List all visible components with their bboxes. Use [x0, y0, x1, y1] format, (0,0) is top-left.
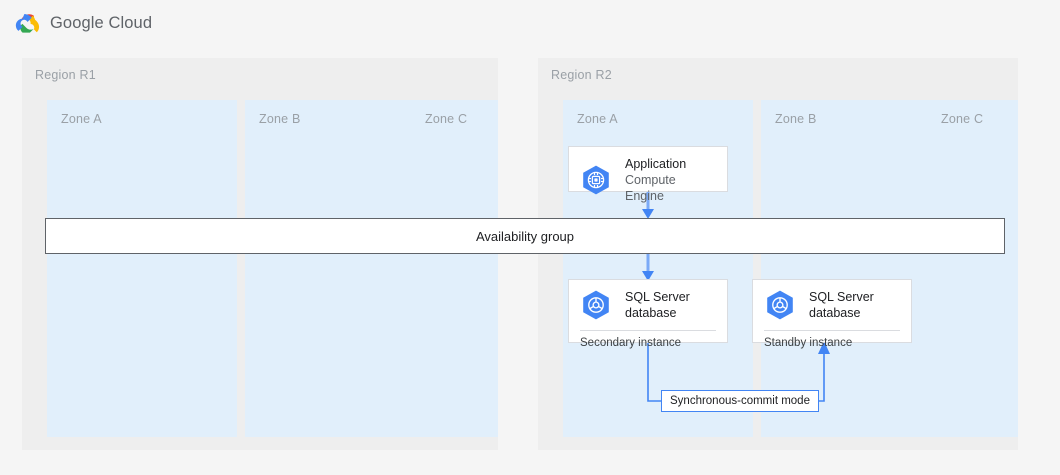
zone-r2-c: Zone C	[927, 100, 1018, 437]
node-application-text: Application Compute Engine	[625, 156, 717, 204]
node-sql-server-secondary-body: SQL Server database	[569, 280, 727, 330]
node-sql-server-standby-text: SQL Server database	[809, 289, 874, 321]
zone-r1-a-label: Zone A	[61, 112, 102, 126]
zone-r1-c-label: Zone C	[425, 112, 468, 126]
google-cloud-logo-icon	[15, 13, 40, 33]
region-r1: Region R1 Zone A Zone B Zone C	[22, 58, 498, 450]
node-application-title: Application	[625, 157, 687, 171]
region-r2-label: Region R2	[551, 68, 612, 82]
compute-engine-icon	[583, 165, 609, 195]
node-sql-server-standby-title2: database	[809, 306, 861, 320]
sql-server-icon	[583, 290, 609, 320]
node-sql-server-secondary-text: SQL Server database	[625, 289, 690, 321]
node-sql-server-standby-body: SQL Server database	[753, 280, 911, 330]
zone-r1-b: Zone B	[245, 100, 413, 437]
zone-r2-a-label: Zone A	[577, 112, 618, 126]
node-sql-server-standby[interactable]: SQL Server database Standby instance	[752, 279, 912, 349]
region-r2: Region R2 Zone A Zone B Zone C	[538, 58, 1018, 450]
node-sql-server-secondary-title: SQL Server	[625, 290, 690, 304]
zone-r1-c: Zone C	[411, 100, 498, 437]
node-sql-server-secondary[interactable]: SQL Server database Secondary instance	[568, 279, 728, 349]
zone-r2-b-label: Zone B	[775, 112, 817, 126]
synchronous-commit-mode-label: Synchronous-commit mode	[661, 390, 819, 412]
availability-group-bar: Availability group	[45, 218, 1005, 254]
sql-server-icon	[767, 290, 793, 320]
app-header: Google Cloud	[0, 0, 1060, 47]
node-sql-server-secondary-footer: Secondary instance	[580, 330, 716, 356]
zone-r2-c-label: Zone C	[941, 112, 984, 126]
availability-group-label: Availability group	[475, 228, 575, 244]
node-sql-server-standby-title: SQL Server	[809, 290, 874, 304]
brand-wordmark: Google Cloud	[50, 14, 153, 32]
region-r1-label: Region R1	[35, 68, 96, 82]
node-sql-server-secondary-title2: database	[625, 306, 677, 320]
connector-application-to-availability-group	[642, 192, 654, 219]
node-application-body: Application Compute Engine	[569, 147, 727, 213]
node-application[interactable]: Application Compute Engine	[568, 146, 728, 203]
node-application-subtitle: Compute Engine	[625, 173, 676, 203]
synchronous-commit-mode-text: Synchronous-commit mode	[670, 395, 810, 407]
zone-r1-a: Zone A	[47, 100, 237, 437]
zone-r2-b: Zone B	[761, 100, 929, 437]
node-sql-server-standby-footer: Standby instance	[764, 330, 900, 356]
connector-availability-group-to-secondary	[642, 252, 654, 281]
zone-r1-b-label: Zone B	[259, 112, 301, 126]
